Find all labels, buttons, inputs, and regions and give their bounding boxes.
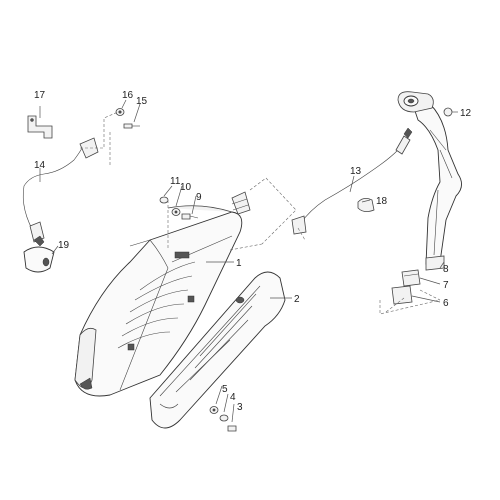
washer-11 <box>159 196 169 204</box>
muffler-body <box>74 191 251 397</box>
callout-17: 17 <box>34 90 46 101</box>
bracket-17 <box>27 115 53 139</box>
callout-3: 3 <box>237 402 243 413</box>
callout-7: 7 <box>443 280 449 291</box>
heat-shield <box>149 271 286 429</box>
clip-18 <box>357 198 375 212</box>
callout-18: 18 <box>376 196 388 207</box>
callout-1: 1 <box>236 258 242 269</box>
callout-15: 15 <box>136 96 148 107</box>
bolt-9 <box>181 213 199 220</box>
callout-9: 9 <box>196 192 202 203</box>
callouts: 1 2 3 4 5 6 7 8 9 10 11 12 13 14 15 16 1… <box>34 90 472 413</box>
callout-13: 13 <box>350 166 362 177</box>
gasket-part-6 <box>391 285 413 305</box>
bolt-3 <box>227 425 237 432</box>
callout-8: 8 <box>443 264 449 275</box>
nut-12 <box>443 107 453 117</box>
nut-16 <box>115 108 125 116</box>
callout-14: 14 <box>34 160 46 171</box>
bolt-15 <box>123 123 140 129</box>
callout-11: 11 <box>170 176 181 187</box>
sensor-cable-13 <box>291 127 413 235</box>
nut-5 <box>209 406 219 414</box>
callout-16: 16 <box>122 90 134 101</box>
callout-10: 10 <box>180 182 192 193</box>
washer-4 <box>219 414 229 422</box>
callout-4: 4 <box>230 392 236 403</box>
callout-2: 2 <box>294 294 300 305</box>
clamp-part-7 <box>401 269 421 287</box>
sensor-cable-14 <box>22 137 99 247</box>
nut-10 <box>171 208 181 216</box>
leader-lines <box>39 99 458 423</box>
callout-19: 19 <box>58 240 70 251</box>
callout-6: 6 <box>443 298 449 309</box>
callout-5: 5 <box>222 384 228 395</box>
assembly-lines <box>80 111 441 315</box>
callout-12: 12 <box>460 108 472 119</box>
exhaust-pipe <box>397 91 462 271</box>
rubber-mount-19 <box>23 246 55 273</box>
